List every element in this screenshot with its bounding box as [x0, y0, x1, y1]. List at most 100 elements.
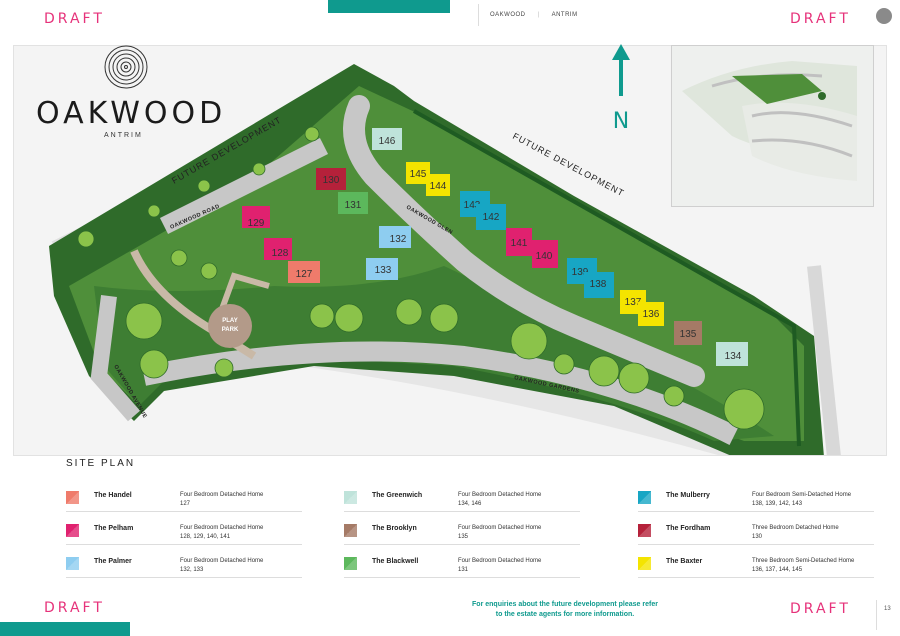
accent-bar-bottom: [0, 622, 130, 636]
plot-number: 127: [296, 269, 313, 280]
plot-number: 136: [643, 309, 660, 320]
plot-number: 135: [680, 329, 697, 340]
plot-number: 146: [379, 136, 396, 147]
plot-number: 132: [390, 234, 407, 245]
plot-128: [264, 238, 292, 260]
legend-name: The Fordham: [666, 525, 711, 532]
breadcrumb-separator: |: [537, 12, 540, 18]
breadcrumb: OAKWOOD | ANTRIM: [478, 12, 590, 18]
legend-name: The Palmer: [94, 558, 132, 565]
plot-135: [674, 321, 702, 345]
legend-swatch: [66, 491, 79, 504]
legend-swatch: [66, 557, 79, 570]
plot-140: [532, 240, 558, 268]
plot-number: 133: [375, 265, 392, 276]
plot-133: [366, 258, 398, 280]
plot-number: 142: [483, 212, 500, 223]
logo-brand: OAKWOOD: [36, 96, 227, 131]
plot-number: 143: [464, 200, 481, 211]
page-number: 13: [884, 606, 891, 612]
oakwood-rings-icon: [104, 45, 148, 89]
plot-number: 141: [511, 238, 528, 249]
plot-127: [288, 261, 320, 283]
play-park-label: PLAY: [222, 318, 237, 324]
legend-swatch: [638, 524, 651, 537]
plot-number: 129: [248, 218, 265, 229]
legend-item: The Baxter Three Bedroom Semi-Detached H…: [638, 554, 874, 578]
legend-swatch: [66, 524, 79, 537]
plot-136: [638, 302, 664, 326]
trees: [77, 126, 765, 430]
legend-name: The Mulberry: [666, 492, 710, 499]
legend-name: The Handel: [94, 492, 132, 499]
draft-label-top-right: DRAFT: [790, 11, 851, 27]
legend-name: The Greenwich: [372, 492, 423, 499]
plot-138: [584, 272, 614, 298]
plot-number: 134: [725, 351, 742, 362]
legend-item: The Greenwich Four Bedroom Detached Home…: [344, 488, 580, 512]
plot-132: [379, 226, 411, 248]
accent-bar-top: [328, 0, 450, 13]
plot-146: [372, 128, 402, 150]
enquiry-note: For enquiries about the future developme…: [472, 601, 658, 618]
plot-number: 138: [590, 279, 607, 290]
site-plan-svg: PLAY PARK 146 145 144 130 131: [49, 64, 841, 455]
page-indicator-icon: [876, 8, 892, 24]
draft-label-bottom-left: DRAFT: [44, 600, 105, 616]
plots: 146 145 144 130 131 129 128 127 132 133 …: [242, 128, 748, 366]
divider: [876, 600, 877, 630]
plot-number: 145: [410, 169, 427, 180]
plot-142: [476, 204, 506, 230]
site-plan-map: PLAY PARK 146 145 144 130 131: [13, 45, 887, 456]
plot-145: [406, 162, 430, 184]
plot-number: 131: [345, 200, 362, 211]
north-arrow-icon: N: [612, 44, 630, 134]
plot-number: 137: [625, 297, 642, 308]
legend-name: The Blackwell: [372, 558, 419, 565]
legend-name: The Baxter: [666, 558, 703, 565]
legend-swatch: [638, 491, 651, 504]
plot-130: [316, 168, 346, 190]
plot-129: [242, 206, 270, 228]
plot-141: [506, 228, 532, 256]
plot-131: [338, 192, 368, 214]
legend-item: The Mulberry Four Bedroom Semi-Detached …: [638, 488, 874, 512]
play-park: [208, 304, 252, 348]
plot-number: 130: [323, 175, 340, 186]
location-inset-map: [671, 45, 874, 207]
legend-name: The Pelham: [94, 525, 134, 532]
legend-swatch: [344, 524, 357, 537]
draft-label-top-left: DRAFT: [44, 11, 105, 27]
play-park-label: PARK: [222, 327, 239, 333]
legend-item: The Blackwell Four Bedroom Detached Home…: [344, 554, 580, 578]
legend-swatch: [344, 491, 357, 504]
section-title: SITE PLAN: [66, 458, 136, 469]
plot-number: 128: [272, 248, 289, 259]
legend-swatch: [638, 557, 651, 570]
compass-label: N: [613, 109, 629, 134]
logo-town: ANTRIM: [104, 132, 143, 139]
breadcrumb-item: ANTRIM: [551, 12, 578, 18]
plot-number: 140: [536, 251, 553, 262]
plot-144: [426, 174, 450, 196]
plot-number: 139: [572, 267, 589, 278]
legend-swatch: [344, 557, 357, 570]
draft-label-bottom-right: DRAFT: [790, 601, 851, 617]
legend-name: The Brooklyn: [372, 525, 417, 532]
road-oakwood-glen: [343, 95, 705, 387]
divider: [478, 4, 479, 26]
breadcrumb-item: OAKWOOD: [490, 12, 526, 18]
plot-134: [716, 342, 748, 366]
